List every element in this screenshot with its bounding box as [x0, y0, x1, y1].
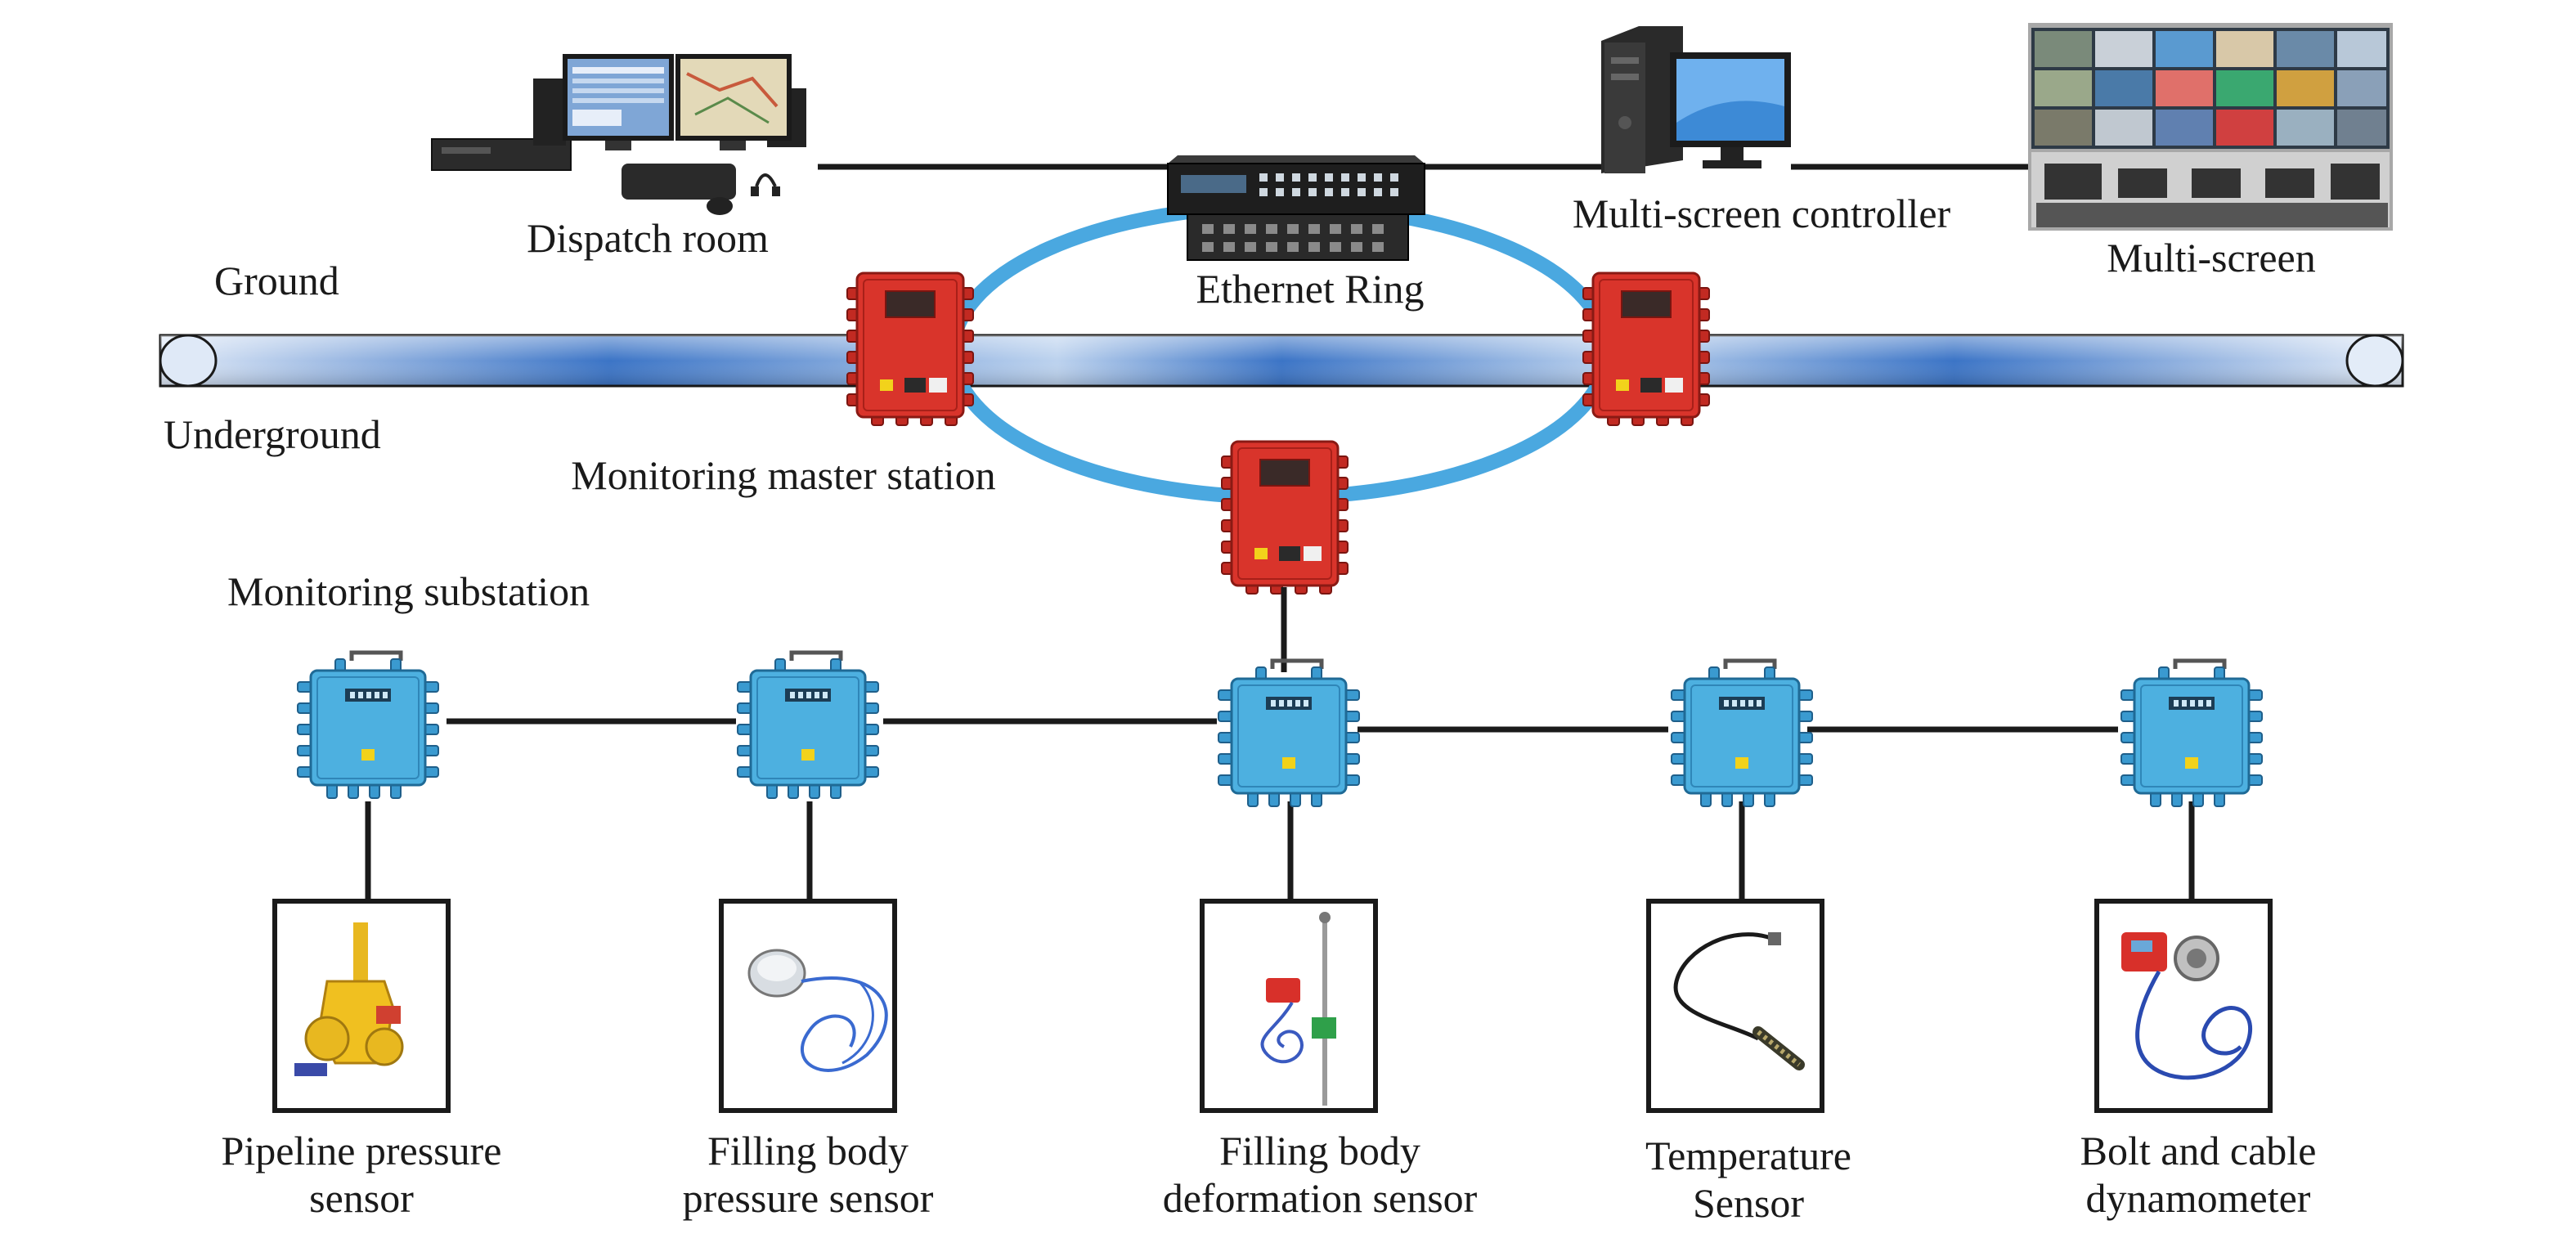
multi-screen-label: Multi-screen — [2107, 235, 2315, 280]
substation-network-lines — [365, 587, 2195, 901]
pipeline-pressure-sensor-icon — [294, 922, 404, 1076]
ground-underground-boundary — [159, 334, 2404, 388]
master-station-left — [846, 271, 975, 427]
sensor-label-3-line2: deformation sensor — [1163, 1175, 1478, 1221]
sensor-label-3-line1: Filling body — [1219, 1128, 1420, 1173]
multi-screen-controller-label: Multi-screen controller — [1573, 191, 1951, 236]
master-station-right — [1582, 271, 1711, 427]
substation-5 — [2121, 661, 2262, 806]
ground-label: Ground — [214, 258, 339, 303]
sensor-box-2 — [719, 899, 897, 1113]
sensor-label-2-line2: pressure sensor — [683, 1175, 934, 1221]
sensor-label-4-line2: Sensor — [1693, 1180, 1804, 1226]
underground-label: Underground — [164, 411, 381, 457]
monitoring-substation-label: Monitoring substation — [227, 568, 590, 614]
ethernet-switch-icon — [1167, 155, 1425, 261]
monitoring-master-station-label: Monitoring master station — [571, 452, 995, 498]
substation-3 — [1218, 661, 1359, 806]
filling-body-pressure-sensor-icon — [747, 949, 888, 1072]
sensor-label-2-line1: Filling body — [707, 1128, 909, 1173]
substation-2 — [738, 653, 878, 798]
sensor-label-5-line1: Bolt and cable — [2080, 1128, 2317, 1173]
filling-body-deformation-sensor-icon — [1260, 912, 1336, 1106]
substation-1 — [298, 653, 438, 798]
sensor-box-1 — [272, 899, 451, 1113]
dispatch-room-icon — [431, 54, 806, 215]
sensor-label-4-line1: Temperature — [1645, 1133, 1851, 1178]
multi-screen-icon — [2028, 23, 2393, 231]
temperature-sensor-icon — [1673, 932, 1805, 1070]
ethernet-ring-label: Ethernet Ring — [1196, 266, 1424, 312]
substation-4 — [1672, 661, 1812, 806]
bolt-cable-dynamometer-icon — [2121, 932, 2253, 1080]
sensor-label-5-line2: dynamometer — [2086, 1175, 2311, 1221]
sensor-box-5 — [2094, 899, 2273, 1113]
sensor-label-1-line2: sensor — [309, 1175, 414, 1221]
master-station-bottom — [1220, 440, 1349, 595]
multi-screen-controller-icon — [1601, 26, 1791, 173]
sensor-box-4 — [1646, 899, 1824, 1113]
dispatch-room-label: Dispatch room — [527, 215, 769, 261]
sensor-label-1-line1: Pipeline pressure — [222, 1128, 502, 1173]
sensor-box-3 — [1200, 899, 1378, 1113]
